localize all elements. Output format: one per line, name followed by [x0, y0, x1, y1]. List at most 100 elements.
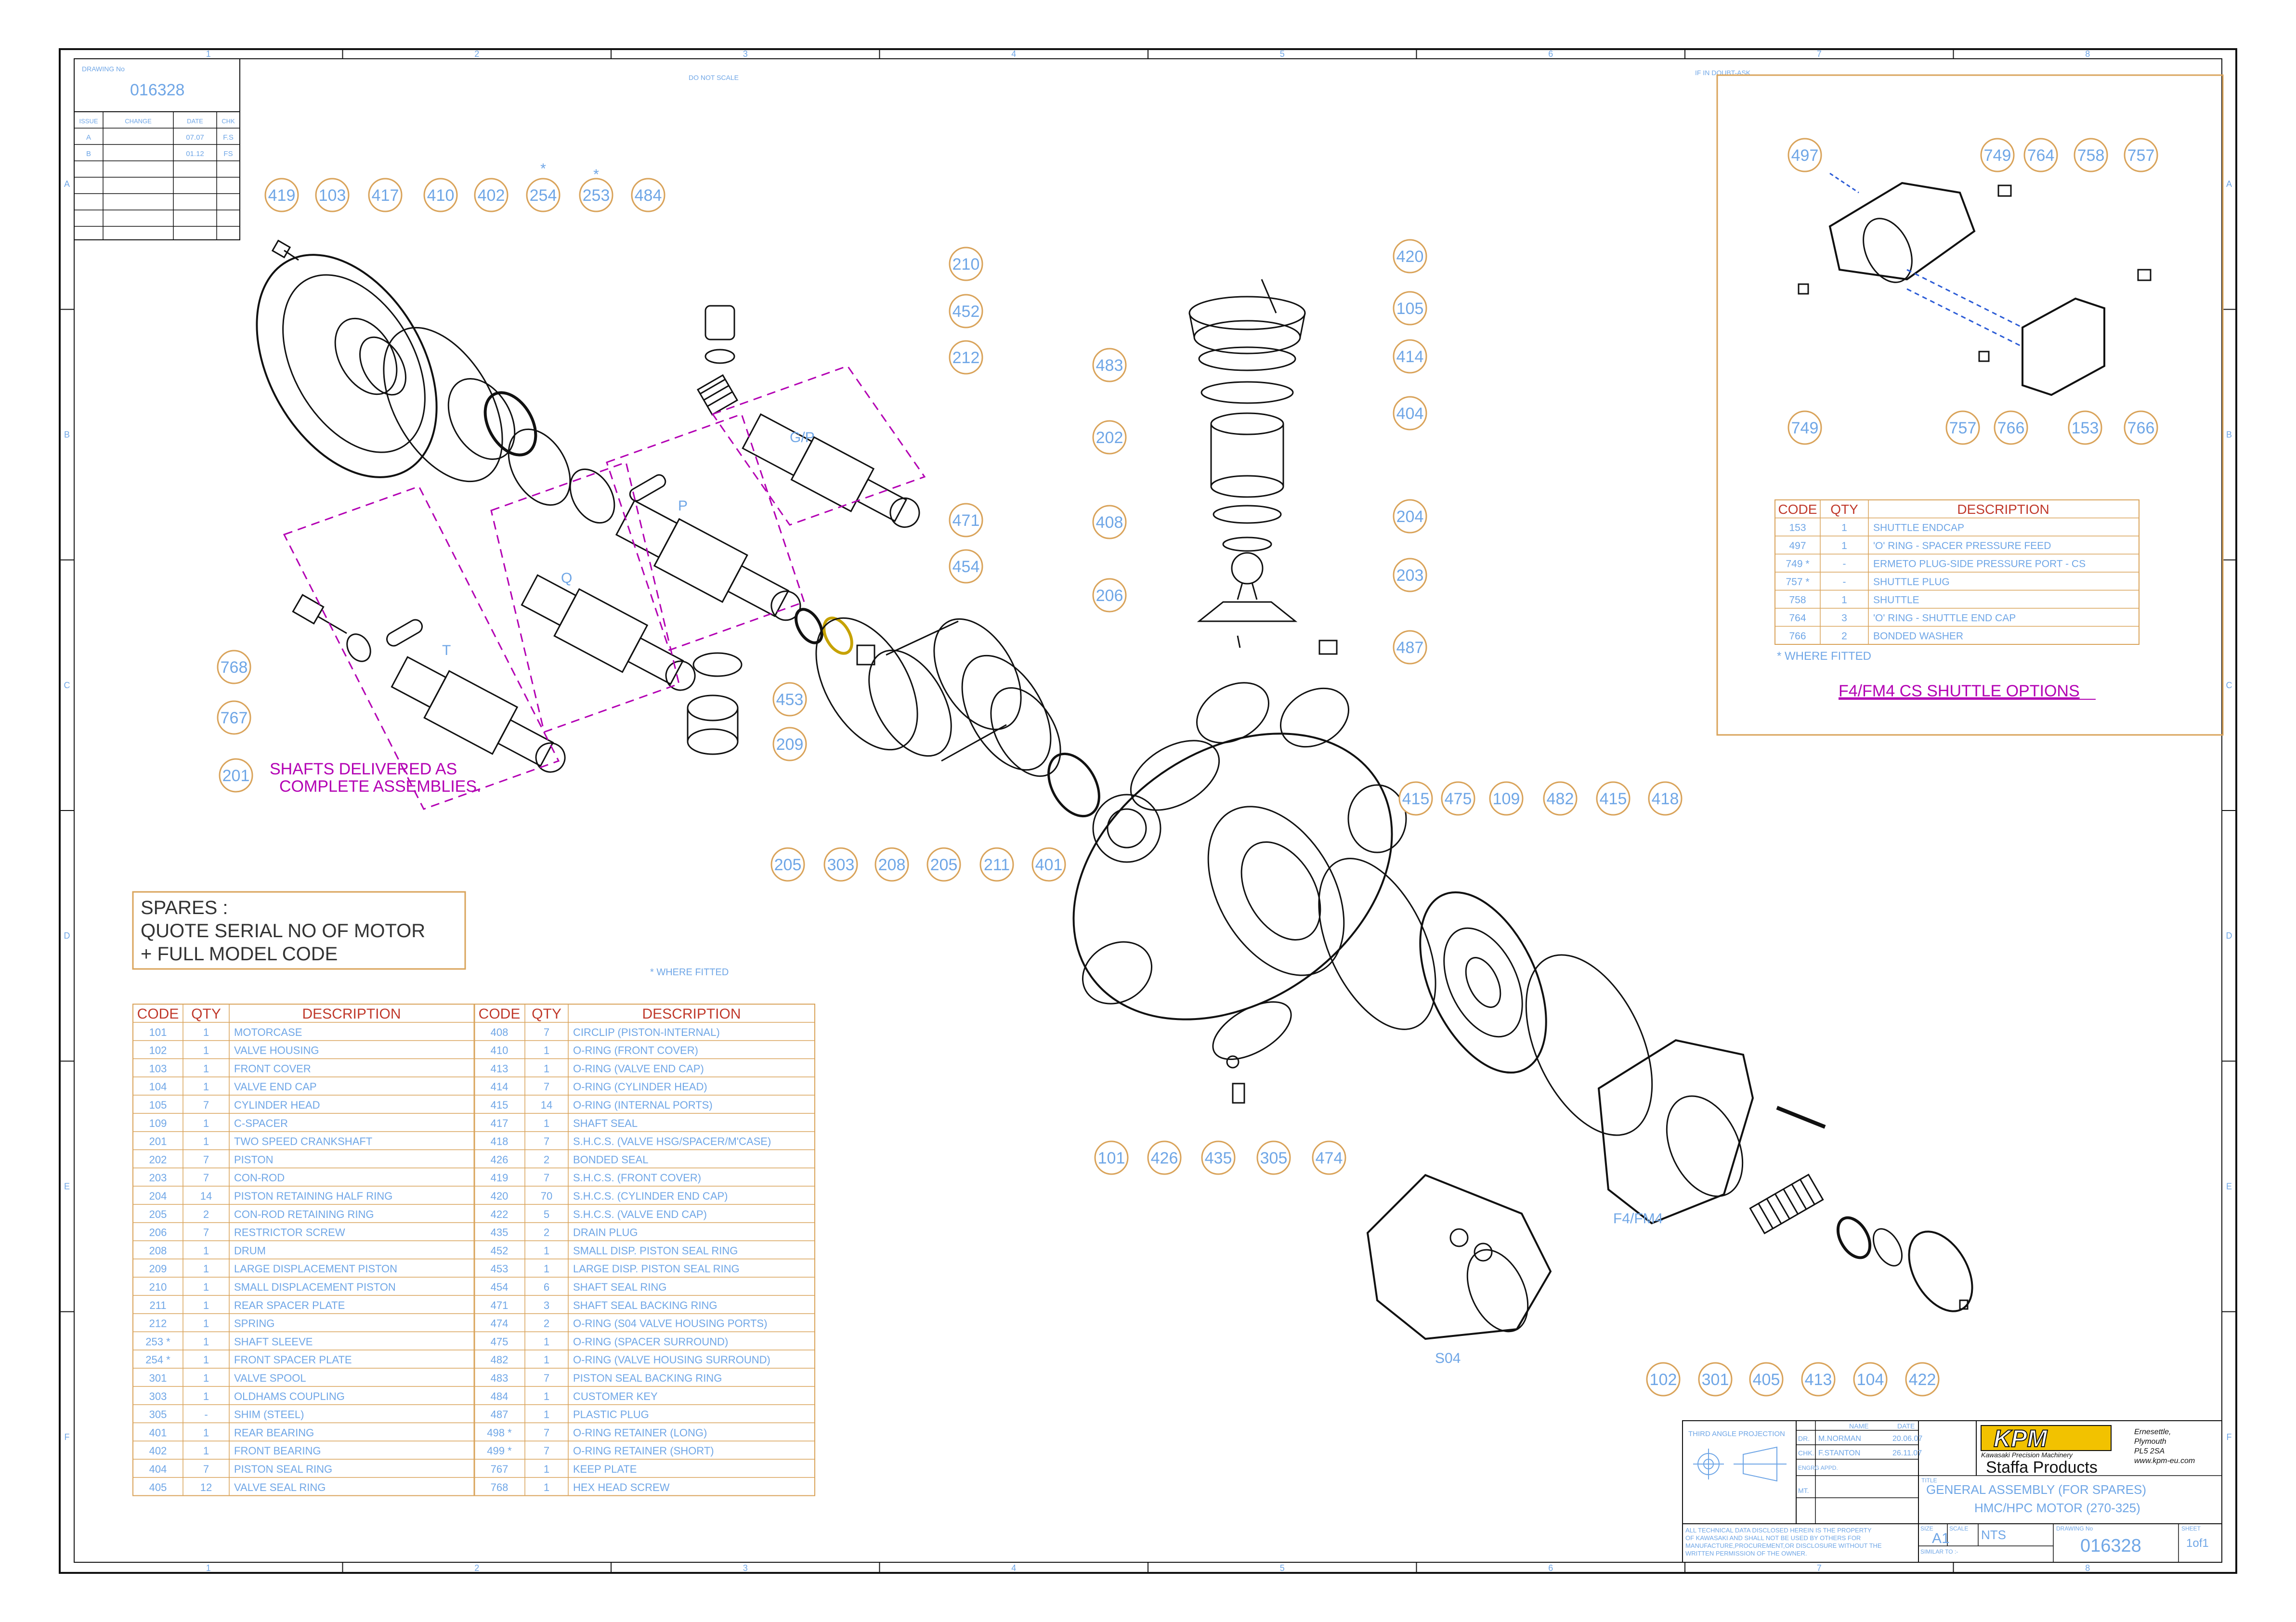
balloon-bottom-right [1749, 1362, 1784, 1397]
part-qty: 1 [544, 1045, 549, 1057]
property-note-1: ALL TECHNICAL DATA DISCLOSED HEREIN IS T… [1685, 1527, 1872, 1534]
role-engrg: ENGRG APPD. [1798, 1465, 1838, 1471]
balloon-center [949, 340, 983, 375]
sheet-value: 1of1 [2186, 1537, 2209, 1550]
shuttle-qty: 2 [1841, 631, 1847, 642]
balloon-bottom-right [1441, 781, 1475, 816]
title-line2: HMC/HPC MOTOR (270-325) [1974, 1501, 2140, 1515]
part-qty: 1 [203, 1318, 209, 1330]
part-description: PISTON [234, 1153, 274, 1165]
shuttle-code: 749 * [1786, 559, 1809, 570]
spares-line3: + FULL MODEL CODE [141, 943, 338, 965]
part-qty: 1 [203, 1045, 209, 1057]
balloon-bottom-right [1094, 1140, 1129, 1175]
do-not-scale: DO NOT SCALE [689, 74, 739, 81]
part-qty: 2 [203, 1208, 209, 1220]
part-description: LARGE DISPLACEMENT PISTON [234, 1263, 397, 1275]
part-description: PISTON SEAL RING [234, 1463, 332, 1475]
zone-number-bottom: 1 [206, 1563, 211, 1573]
part-code: 210 [149, 1281, 167, 1293]
rev-cell: F.S [223, 133, 234, 142]
part-qty: 1 [203, 1263, 209, 1275]
part-code: 211 [149, 1299, 166, 1311]
balloon-cylinder-number: 206 [1096, 587, 1123, 605]
balloon-center-number: 211 [984, 856, 1010, 874]
role-chk: CHK. [1798, 1449, 1814, 1457]
label-q: Q [561, 570, 572, 586]
zone-number-top: 5 [1280, 49, 1285, 59]
zone-letter-right: D [2226, 931, 2232, 941]
balloon-bottom-right [1698, 1362, 1733, 1397]
balloon-top-left [368, 178, 403, 212]
balloon-center [217, 650, 251, 684]
balloon-bottom-right [1147, 1140, 1182, 1175]
balloon-bottom-right [1398, 781, 1433, 816]
part-description: KEEP PLATE [573, 1463, 637, 1475]
shuttle-description: 'O' RING - SHUTTLE END CAP [1873, 613, 2016, 624]
part-description: SMALL DISPLACEMENT PISTON [234, 1281, 396, 1293]
address-line4: www.kpm-eu.com [2134, 1457, 2195, 1465]
part-qty: 1 [203, 1354, 209, 1366]
shafts-note-line2: COMPLETE ASSEMBLIES. [279, 777, 481, 796]
balloon-center [979, 847, 1014, 882]
part-qty: 1 [544, 1390, 549, 1402]
shuttle-code: 764 [1789, 613, 1806, 624]
label-f4fm4: F4/FM4 [1613, 1211, 1663, 1227]
balloon-center [823, 847, 858, 882]
part-qty: 7 [544, 1445, 549, 1457]
balloon-center-number: 768 [221, 658, 248, 677]
part-code: 401 [149, 1426, 167, 1439]
address-line1: Ernesettle, [2134, 1428, 2171, 1436]
rev-header: ISSUE [79, 118, 98, 125]
zone-letter-right: E [2226, 1182, 2232, 1191]
balloon-shuttle [2124, 410, 2158, 445]
balloon-cylinder [1393, 339, 1427, 374]
part-qty: 7 [203, 1227, 209, 1239]
drawing-number-box: DRAWING No 016328 [74, 58, 240, 112]
balloon-center [772, 727, 807, 761]
balloon-bottom-right [1853, 1362, 1888, 1397]
balloon-bottom-right-number: 301 [1702, 1371, 1729, 1389]
shuttle-qty: 1 [1841, 523, 1847, 534]
shuttle-where-fitted: * WHERE FITTED [1777, 650, 1871, 663]
part-code: 202 [149, 1153, 167, 1165]
balloon-shuttle-number: 766 [2127, 419, 2155, 437]
zone-number-bottom: 3 [743, 1563, 748, 1573]
balloon-bottom-right [1312, 1140, 1346, 1175]
part-code: 103 [149, 1062, 167, 1074]
part-qty: 1 [203, 1026, 209, 1038]
balloon-bottom-right [1489, 781, 1524, 816]
balloon-shuttle [1787, 410, 1822, 445]
rev-header: CHK [222, 118, 235, 125]
part-description: O-RING (VALVE HOUSING SURROUND) [573, 1354, 770, 1366]
property-note-3: MANUFACTURE,PROCUREMENT,OR DISCLOSURE WI… [1685, 1542, 1882, 1549]
parts-header: CODE [137, 1006, 179, 1022]
part-description: CIRCLIP (PISTON-INTERNAL) [573, 1026, 720, 1038]
balloon-shuttle [1994, 410, 2028, 445]
balloon-cylinder [1393, 291, 1427, 326]
balloon-bottom-right-number: 474 [1316, 1149, 1343, 1167]
part-description: O-RING (INTERNAL PORTS) [573, 1099, 713, 1111]
part-code: 254 * [145, 1354, 170, 1366]
label-s04: S04 [1435, 1350, 1461, 1366]
shuttle-description: ERMETO PLUG-SIDE PRESSURE PORT - CS [1873, 559, 2086, 570]
balloon-top-left-number: 410 [427, 186, 455, 205]
part-qty: 1 [544, 1463, 549, 1475]
part-description: O-RING (CYLINDER HEAD) [573, 1081, 707, 1093]
rev-header: CHANGE [125, 118, 152, 125]
part-description: SHAFT SEAL RING [573, 1281, 666, 1293]
balloon-bottom-right-number: 102 [1650, 1371, 1677, 1389]
rev-cell: 07.07 [186, 133, 204, 142]
balloon-center-number: 205 [774, 856, 802, 874]
zone-number-bottom: 2 [474, 1563, 479, 1573]
part-qty: 7 [544, 1426, 549, 1439]
balloon-bottom-right-number: 415 [1402, 790, 1430, 808]
balloon-shuttle [2074, 138, 2108, 172]
rev-cell: A [86, 133, 91, 142]
part-description: BONDED SEAL [573, 1153, 649, 1165]
date-dr: 20.06.07 [1892, 1435, 1922, 1443]
part-qty: 1 [203, 1244, 209, 1256]
balloon-top-left [423, 178, 458, 212]
